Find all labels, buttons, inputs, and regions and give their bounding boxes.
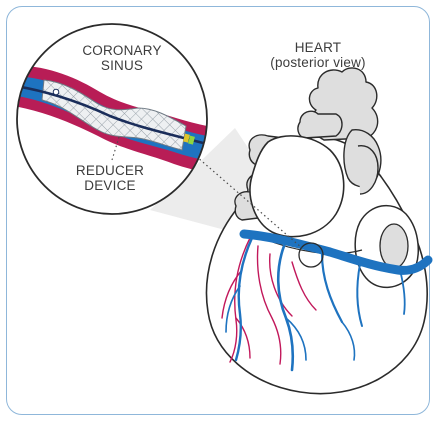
sinus-label-line1: CORONARY [72, 43, 172, 58]
device-label-line1: REDUCER [60, 163, 160, 178]
device-label-line2: DEVICE [60, 178, 160, 193]
sinus-label-line2: SINUS [72, 58, 172, 73]
heart-label-line2: (posterior view) [258, 55, 378, 70]
heart-label-line1: HEART [258, 40, 378, 55]
coronary-sinus-label: CORONARY SINUS [72, 43, 172, 73]
vena-cava-opening [380, 224, 408, 268]
reducer-device-label: REDUCER DEVICE [60, 163, 160, 193]
left-atrium [250, 136, 344, 237]
catheter-tip [53, 89, 59, 95]
heart-label: HEART (posterior view) [258, 40, 378, 70]
heart [206, 68, 428, 394]
